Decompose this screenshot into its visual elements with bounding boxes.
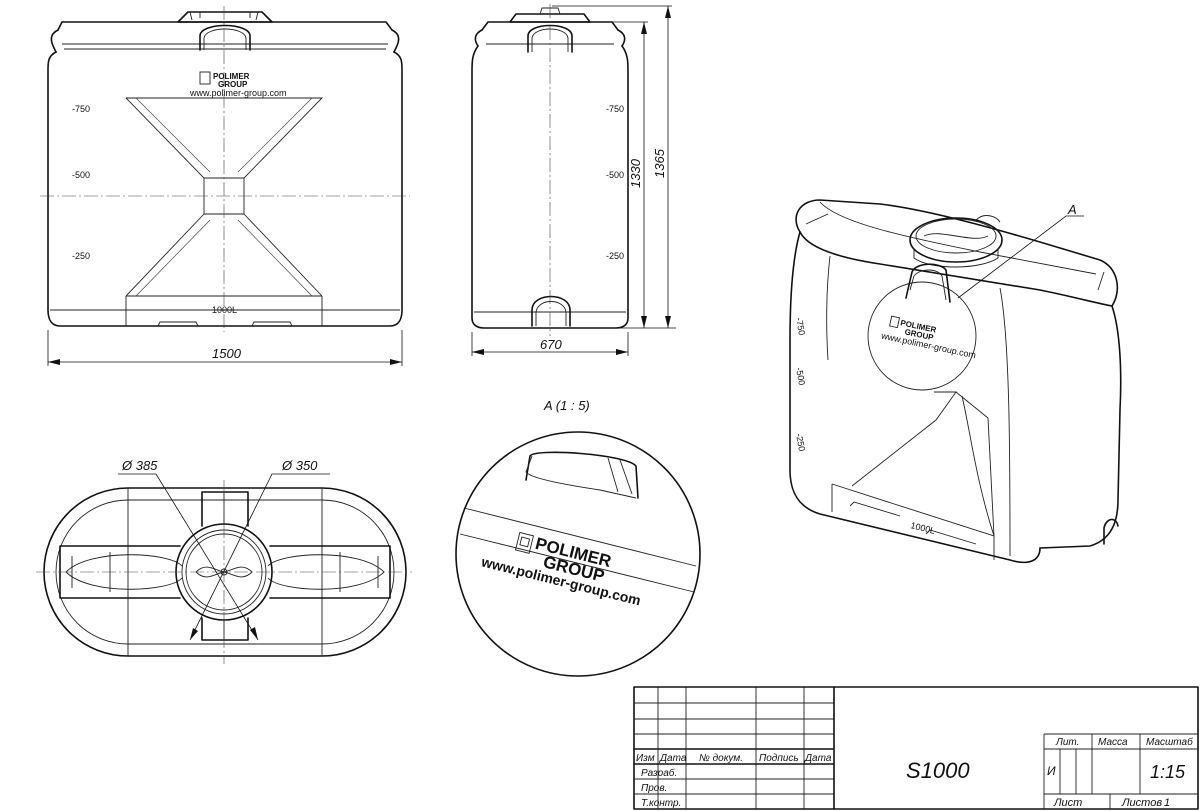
tb-lit-label: Лит. [1055,737,1079,748]
tb-header-signature: Подпись [759,753,799,764]
tb-header-date2: Дата [804,753,832,764]
front-logo-line1: POLIMER [213,72,250,81]
tb-mass-label: Масса [1098,737,1128,748]
tb-sheet-label: Лист [1053,797,1082,809]
tb-row-developed: Разраб. [641,767,677,779]
front-width-dimension: 1500 [47,330,403,366]
side-level-250: -250 [606,251,624,261]
tb-sheets-count: 1 [1164,797,1170,809]
side-view: -750 -500 -250 670 1330 1365 [471,4,676,356]
iso-callout-label: A [1067,202,1077,217]
front-level-750: -750 [72,104,90,114]
tb-scale-value: 1:15 [1150,762,1186,782]
tb-row-tcontrol: Т.контр. [641,798,681,809]
title-block-headers: Изм Дата № докум. Подпись Дата [636,753,832,764]
iso-level-marks: -750 -500 -250 [794,317,807,452]
tb-header-docnum: № докум. [699,753,743,764]
front-level-250: -250 [72,251,90,261]
iso-volume-label: 1000L [910,520,937,536]
front-level-marks: -750 -500 -250 [72,104,90,261]
front-view: -750 -500 -250 POLIMER GROUP www.polimer… [40,6,410,366]
top-diameter-dimensions: Ø 385 Ø 350 [118,458,330,641]
detail-a: A (1 : 5) POLIMER GROUP www.polimer-grou… [455,398,701,677]
front-width-value: 1500 [212,346,242,361]
front-logo-line2: GROUP [218,80,248,89]
side-level-750: -750 [606,104,624,114]
side-level-500: -500 [606,170,624,180]
detail-title: A (1 : 5) [543,398,590,413]
iso-level-750: -750 [794,317,807,336]
iso-level-500: -500 [794,367,807,386]
side-level-marks: -750 -500 -250 [606,104,624,261]
side-width-dimension: 670 [471,332,629,356]
front-logo: POLIMER GROUP www.polimer-group.com [189,71,287,98]
tb-header-izm: Изм [636,753,655,764]
title-block-rows: Разраб. Пров. Т.контр. [641,767,681,809]
top-diameter-outer: Ø 385 [121,458,158,473]
side-height-dimensions: 1330 1365 [552,5,676,329]
top-view: Ø 385 Ø 350 [36,458,412,664]
side-height-inner-value: 1330 [628,158,643,188]
iso-level-250: -250 [794,433,807,452]
detail-logo: POLIMER GROUP www.polimer-group.com [479,531,642,608]
tb-row-checked: Пров. [641,783,667,794]
iso-callout: A [957,202,1084,299]
side-width-value: 670 [540,337,562,352]
tb-designation: S1000 [906,758,970,783]
tb-scale-label: Масштаб [1146,736,1193,748]
title-block: Изм Дата № докум. Подпись Дата Разраб. П… [633,686,1199,810]
tb-sheets-label: Листов [1121,797,1162,809]
tb-lit-value: И [1047,764,1056,778]
top-diameter-inner: Ø 350 [281,458,318,473]
front-logo-url: www.polimer-group.com [189,88,287,98]
isometric-view: A -750 -500 -250 POLIMER GROUP www.polim… [789,199,1122,564]
front-level-500: -500 [72,170,90,180]
side-height-outer-value: 1365 [652,148,667,178]
iso-logo: POLIMER GROUP www.polimer-group.com [879,315,977,360]
tb-header-date1: Дата [659,753,687,764]
front-volume-label: 1000L [212,305,237,315]
